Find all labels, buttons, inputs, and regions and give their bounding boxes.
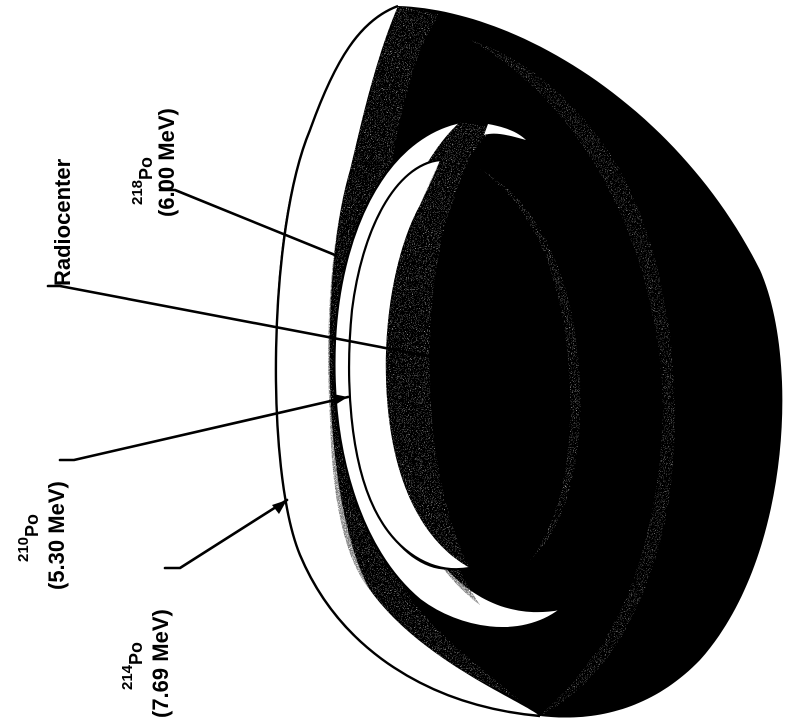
label-po214: 214Po (7.69 MeV)	[119, 609, 173, 718]
arrow-po210	[333, 394, 348, 405]
label-po218-mass: 218	[129, 180, 146, 205]
label-po218: 218Po (6.00 MeV)	[129, 108, 179, 217]
leader-po210	[58, 395, 350, 462]
label-po210-mass: 210	[15, 537, 32, 562]
label-po210-symbol: Po	[22, 514, 42, 537]
leader-lines	[46, 188, 440, 570]
leader-radiocenter	[46, 284, 440, 360]
svg-text:218Po: 218Po	[129, 157, 156, 205]
svg-text:210Po: 210Po	[15, 514, 42, 562]
leader-po218	[158, 188, 337, 257]
label-po218-energy: (6.00 MeV)	[154, 108, 179, 217]
label-radiocenter-text: Radiocenter	[50, 158, 75, 286]
leader-po214	[163, 498, 289, 570]
label-po214-symbol: Po	[126, 642, 146, 665]
label-po210: 210Po (5.30 MeV)	[15, 481, 69, 590]
label-po218-symbol: Po	[136, 157, 156, 180]
svg-text:214Po: 214Po	[119, 642, 146, 690]
label-po214-energy: (7.69 MeV)	[148, 609, 173, 718]
arrow-po214	[272, 500, 287, 514]
label-po210-energy: (5.30 MeV)	[44, 481, 69, 590]
outer-ridge	[470, 40, 676, 716]
inner-shell	[348, 158, 553, 571]
label-radiocenter: Radiocenter	[50, 158, 75, 286]
labels: 218Po (6.00 MeV) Radiocenter 210Po (5.30…	[15, 108, 179, 718]
label-po214-mass: 214	[119, 664, 136, 690]
